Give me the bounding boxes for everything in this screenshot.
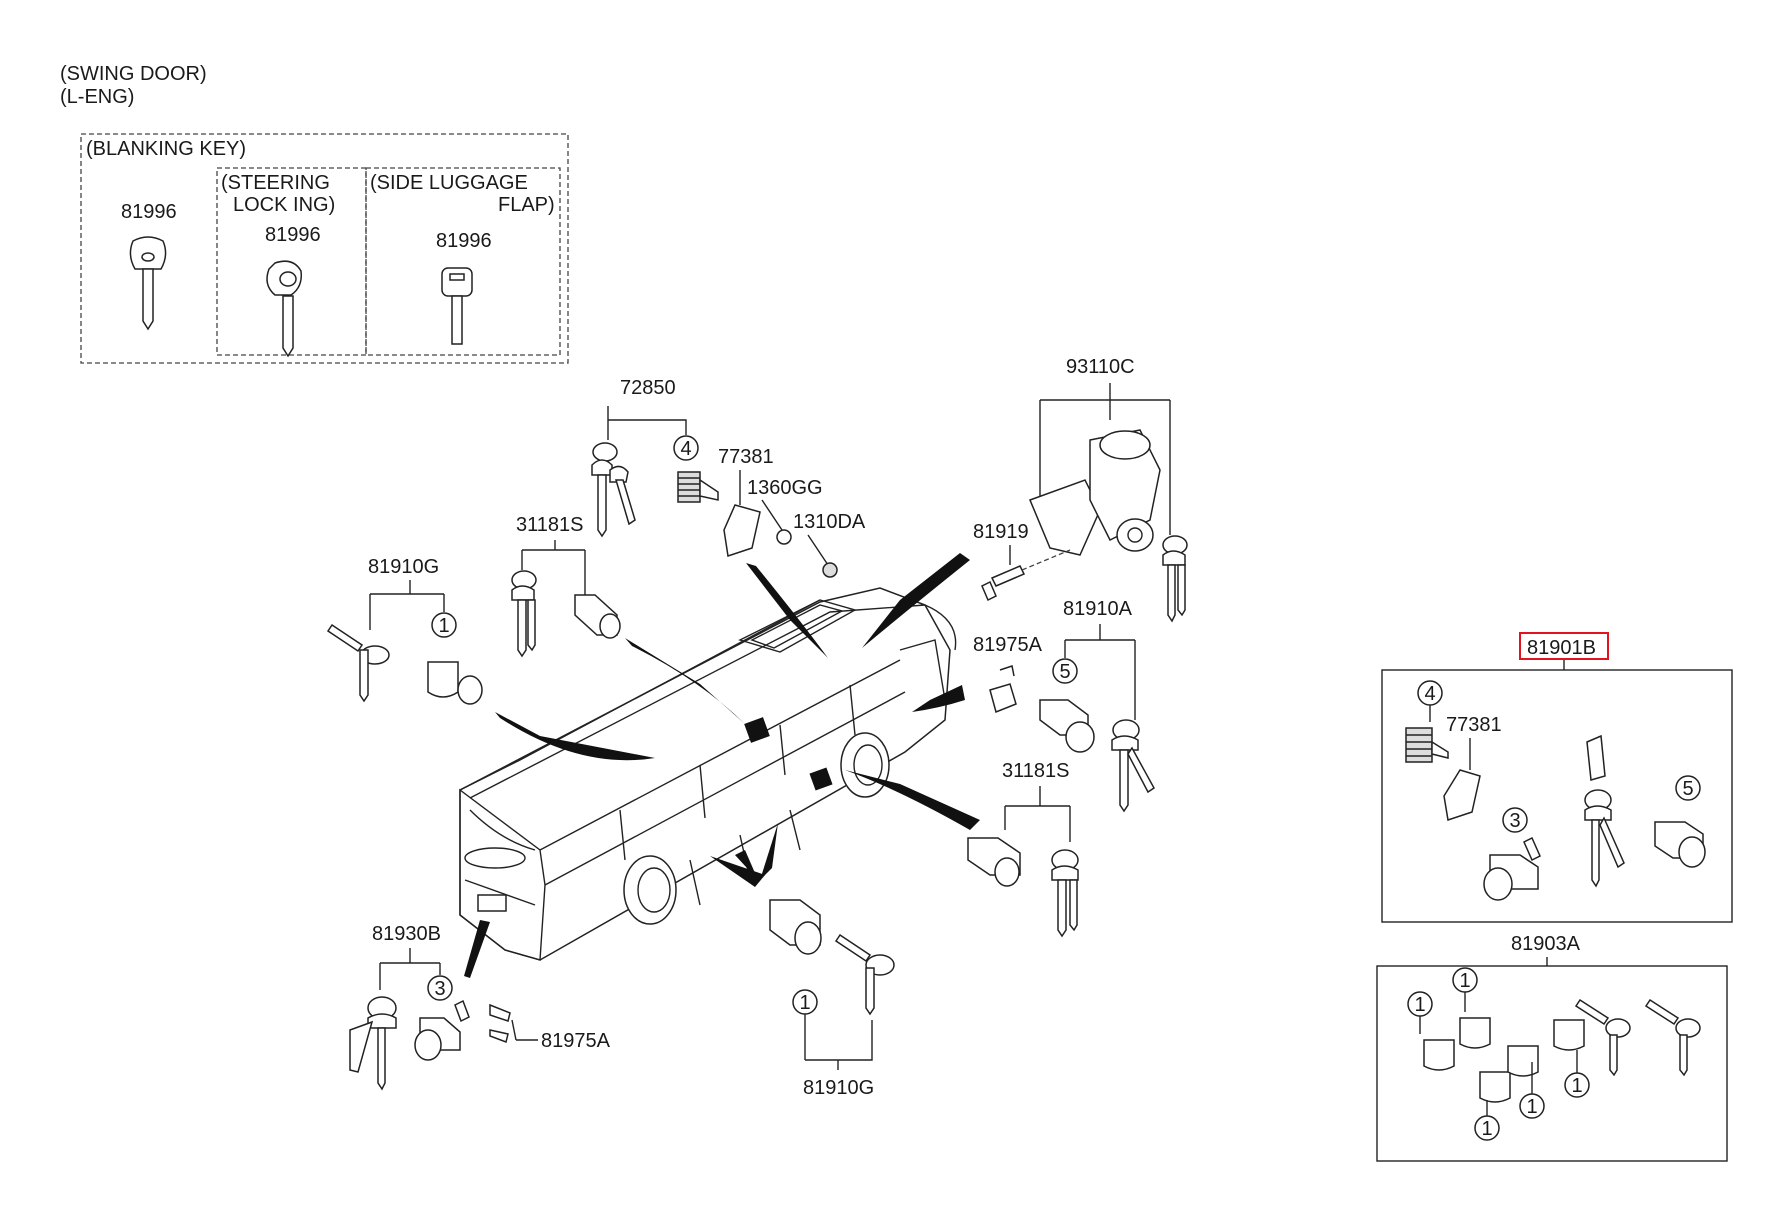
kit-81901b-circle-3-icon: [1502, 807, 1528, 833]
kit-81901b-highlight: [1519, 632, 1609, 660]
callout-81910a: 81910A: [1063, 598, 1133, 620]
header-swing-door: (SWING DOOR): [60, 63, 207, 85]
ignition-key-pair-93110c-icon: [1162, 535, 1188, 623]
kit-81901b-inner-label: 77381: [1446, 714, 1502, 736]
bus-illustration: [459, 587, 957, 961]
svg-text:3: 3: [1509, 810, 1520, 832]
key-pair-81930b-icon: [349, 996, 397, 1091]
circle-1-top-icon: [431, 612, 457, 638]
kit-81901b-circle-5-icon: [1675, 775, 1701, 801]
svg-text:5: 5: [1682, 778, 1693, 800]
washer-1360gg-icon: [776, 529, 792, 545]
svg-text:1: 1: [1571, 1075, 1582, 1097]
kit-81901b-cylinder-5-icon: [1654, 821, 1706, 868]
callout-81910g-top: 81910G: [368, 556, 439, 578]
blank-key-1-icon: [129, 236, 167, 331]
circle-5-icon: [1052, 658, 1078, 684]
kit-81903a: 81903A 1 1 1 1 1: [1376, 933, 1728, 1162]
svg-text:1: 1: [1459, 970, 1470, 992]
callout-77381: 77381: [718, 446, 774, 468]
circle-3-icon: [427, 975, 453, 1001]
kit-81901b: 81901B 4 77381 3 5: [1381, 632, 1733, 923]
kit-81901b-cylinder-3-icon: [1483, 836, 1541, 901]
blank-key-2-icon: [266, 260, 303, 358]
kit-81901b-label: 81901B: [1527, 637, 1596, 659]
svg-text:3: 3: [434, 978, 445, 1000]
nut-1310da-icon: [822, 562, 838, 578]
kit-81901b-key-pair-icon: [1584, 734, 1625, 888]
lock-cylinder-1-top-icon: [427, 661, 483, 705]
key3-part-number: 81996: [436, 230, 492, 252]
kit-81901b-plate-icon: [1443, 769, 1481, 821]
pointer-wedges: [464, 553, 980, 978]
callout-1360gg: 1360GG: [747, 477, 823, 499]
luggage-title-2: FLAP): [498, 194, 555, 216]
lock-cylinder-31181s-right-icon: [967, 837, 1021, 887]
kit-81901b-cylinder-4-icon: [1405, 727, 1449, 763]
svg-text:1: 1: [1414, 994, 1425, 1016]
callout-81975a-bottom: 81975A: [541, 1030, 611, 1052]
kit-81903a-label: 81903A: [1511, 933, 1581, 955]
callout-81975a-top: 81975A: [973, 634, 1043, 656]
key2-part-number: 81996: [265, 224, 321, 246]
key-pair-31181s-top-icon: [511, 570, 537, 658]
lock-cylinder-4-icon: [677, 471, 719, 503]
steering-title-2: LOCK ING): [233, 194, 335, 216]
kit-81903a-keys-icon: [1574, 998, 1701, 1077]
clip-81975a-top-icon: [989, 665, 1017, 714]
blanking-key-title: (BLANKING KEY): [86, 138, 246, 160]
kit-81903a-cylinders-icon: [1423, 1017, 1585, 1103]
svg-text:1: 1: [1481, 1118, 1492, 1140]
callout-81910g-bottom: 81910G: [803, 1077, 874, 1099]
ignition-key-pair-icon: [591, 442, 636, 538]
key1-part-number: 81996: [121, 201, 177, 223]
svg-text:5: 5: [1059, 661, 1070, 683]
svg-text:4: 4: [680, 438, 691, 460]
key-pair-31181s-right-icon: [1051, 849, 1079, 938]
callout-31181s-right: 31181S: [1002, 760, 1069, 782]
key-pair-81910g-top-icon: [326, 623, 390, 703]
svg-text:1: 1: [1526, 1096, 1537, 1118]
clip-81975a-bottom-icon: [489, 1003, 511, 1043]
callout-93110c: 93110C: [1066, 356, 1135, 378]
svg-text:1: 1: [799, 992, 810, 1014]
lock-cylinder-1-bottom-icon: [769, 899, 822, 955]
callout-1310da: 1310DA: [793, 511, 866, 533]
circle-4-icon: [673, 435, 699, 461]
blank-key-3-icon: [441, 267, 473, 345]
lock-plate-icon: [723, 504, 761, 557]
lock-cylinder-31181s-top-icon: [574, 594, 621, 639]
header-l-eng: (L-ENG): [60, 86, 134, 108]
bolt-81919-icon: [981, 565, 1026, 602]
luggage-title-1: (SIDE LUGGAGE: [370, 172, 528, 194]
callout-81930b: 81930B: [372, 923, 441, 945]
steering-title-1: (STEERING: [221, 172, 330, 194]
callout-31181s-top: 31181S: [516, 514, 583, 536]
svg-text:1: 1: [438, 615, 449, 637]
key-pair-81910a-icon: [1111, 719, 1155, 813]
callout-81919: 81919: [973, 521, 1029, 543]
lock-cylinder-5-icon: [1039, 699, 1095, 753]
svg-text:4: 4: [1424, 683, 1435, 705]
blanking-key-box: (BLANKING KEY) 81996 (STEERING LOCK ING)…: [80, 133, 569, 364]
lock-cylinder-3-icon: [414, 999, 470, 1061]
ignition-switch-93110c-icon: [1029, 429, 1161, 556]
key-pair-81910g-bottom-icon: [834, 933, 895, 1016]
callout-72850: 72850: [620, 377, 676, 399]
